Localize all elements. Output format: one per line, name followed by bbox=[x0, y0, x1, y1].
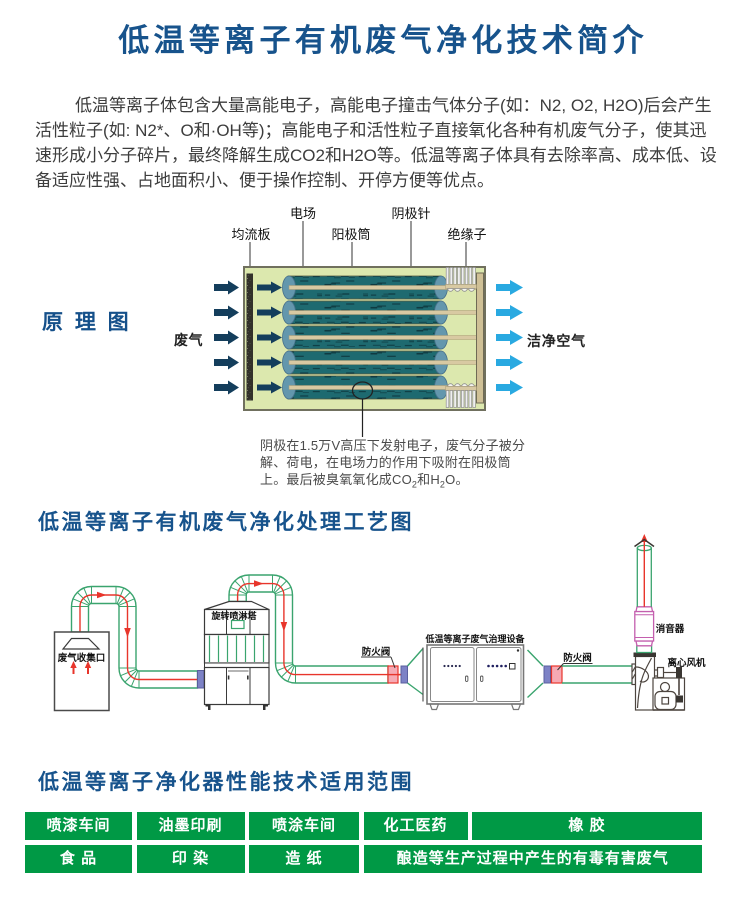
label-flow-plate: 均流板 bbox=[231, 227, 270, 242]
label-electric-field: 电场 bbox=[290, 206, 316, 221]
table-cell: 食 品 bbox=[25, 844, 132, 873]
intro-line: 活性粒子(如: N2*、O和·OH等)；高能电子和活性粒子直接氧化各种有机废气分… bbox=[35, 121, 707, 140]
table-cell: 油墨印刷 bbox=[136, 812, 245, 840]
silencer-stack: 消音器 bbox=[634, 534, 685, 654]
process-diagram: 废气收集口 bbox=[53, 534, 706, 712]
page-title: 低温等离子有机废气净化技术简介 bbox=[118, 23, 648, 58]
anode-tube-row bbox=[282, 325, 478, 350]
intro-paragraph: 低温等离子体包含大量高能电子，高能电子撞击气体分子(如：N2, O2, H2O)… bbox=[35, 93, 725, 193]
silencer-label: 消音器 bbox=[656, 623, 685, 635]
label-anode-tube: 阳极筒 bbox=[331, 227, 370, 242]
caption-line: 阴极在1.5万V高压下发射电子，废气分子被分 bbox=[260, 438, 526, 453]
table-cell: 喷漆车间 bbox=[25, 812, 132, 840]
apply-section-title: 低温等离子净化器性能技术适用范围 bbox=[38, 771, 414, 794]
plasma-unit: 低温等离子废气治理设备 bbox=[406, 633, 544, 711]
fire-damper-2: 防火阀 bbox=[543, 652, 593, 684]
inner-arrows bbox=[257, 281, 282, 394]
support-bar bbox=[476, 272, 484, 404]
plasma-unit-label: 低温等离子废气治理设备 bbox=[424, 633, 525, 644]
table-cell: 造 纸 bbox=[249, 844, 359, 873]
fan-label: 离心风机 bbox=[667, 657, 706, 669]
label-insulator: 绝缘子 bbox=[447, 227, 486, 242]
insulator-top bbox=[445, 267, 477, 292]
caption-line: 解、荷电，在电场力的作用下吸附在阳极筒 bbox=[260, 455, 511, 470]
duct-run-collector-to-tower bbox=[70, 585, 199, 689]
table-cell: 橡 胶 bbox=[472, 812, 702, 840]
table-cell: 喷涂车间 bbox=[249, 812, 359, 840]
fire-damper-1-label: 防火阀 bbox=[362, 646, 391, 658]
waste-gas-label: 废气 bbox=[174, 332, 203, 348]
waste-gas-collector: 废气收集口 bbox=[53, 631, 110, 712]
principle-diagram: 电场 阴极针 均流板 阳极筒 绝缘子 bbox=[214, 206, 523, 437]
process-section-title: 低温等离子有机废气净化处理工艺图 bbox=[38, 511, 414, 534]
principle-caption: 阴极在1.5万V高压下发射电子，废气分子被分 解、荷电，在电场力的作用下吸附在阳… bbox=[260, 437, 526, 490]
caption-line: 上。最后被臭氧氧化成CO2和H2O。 bbox=[260, 472, 469, 490]
label-cathode-needle: 阴极针 bbox=[391, 206, 430, 221]
annotation-marker bbox=[351, 381, 374, 437]
intro-line: 备适应性强、占地面积小、便于操作控制、开停方便等优点。 bbox=[35, 171, 494, 190]
centrifugal-fan: 离心风机 bbox=[631, 652, 706, 711]
inlet-arrows bbox=[214, 280, 239, 395]
anode-tubes bbox=[282, 275, 478, 400]
anode-tube-row bbox=[282, 375, 478, 400]
insulator-bottom bbox=[445, 383, 477, 408]
principle-section-label: 原 理 图 bbox=[42, 311, 132, 334]
anode-tube-row bbox=[282, 275, 478, 300]
fire-damper-2-label: 防火阀 bbox=[563, 652, 592, 664]
intro-line: 速形成小分子碎片，最终降解生成CO2和H2O等。低温等离子体具有去除率高、成本低… bbox=[35, 146, 717, 165]
duct-to-fan bbox=[562, 665, 632, 684]
outlet-arrows bbox=[496, 280, 523, 395]
spray-tower: 旋转喷淋塔 bbox=[197, 600, 270, 710]
table-cell: 化工医药 bbox=[363, 812, 468, 840]
collector-label: 废气收集口 bbox=[58, 652, 106, 664]
table-cell: 酿造等生产过程中产生的有毒有害废气 bbox=[363, 844, 702, 873]
anode-tube-row bbox=[282, 300, 478, 325]
clean-air-label: 洁净空气 bbox=[527, 333, 586, 349]
intro-line: 低温等离子体包含大量高能电子，高能电子撞击气体分子(如：N2, O2, H2O)… bbox=[75, 96, 712, 115]
fire-damper-1: 防火阀 bbox=[361, 646, 408, 684]
spray-tower-label: 旋转喷淋塔 bbox=[210, 610, 257, 621]
anode-tube-row bbox=[282, 350, 478, 375]
table-cell: 印 染 bbox=[136, 844, 245, 873]
duct-run-tower-to-damper bbox=[228, 574, 401, 684]
flow-plate bbox=[246, 273, 253, 401]
